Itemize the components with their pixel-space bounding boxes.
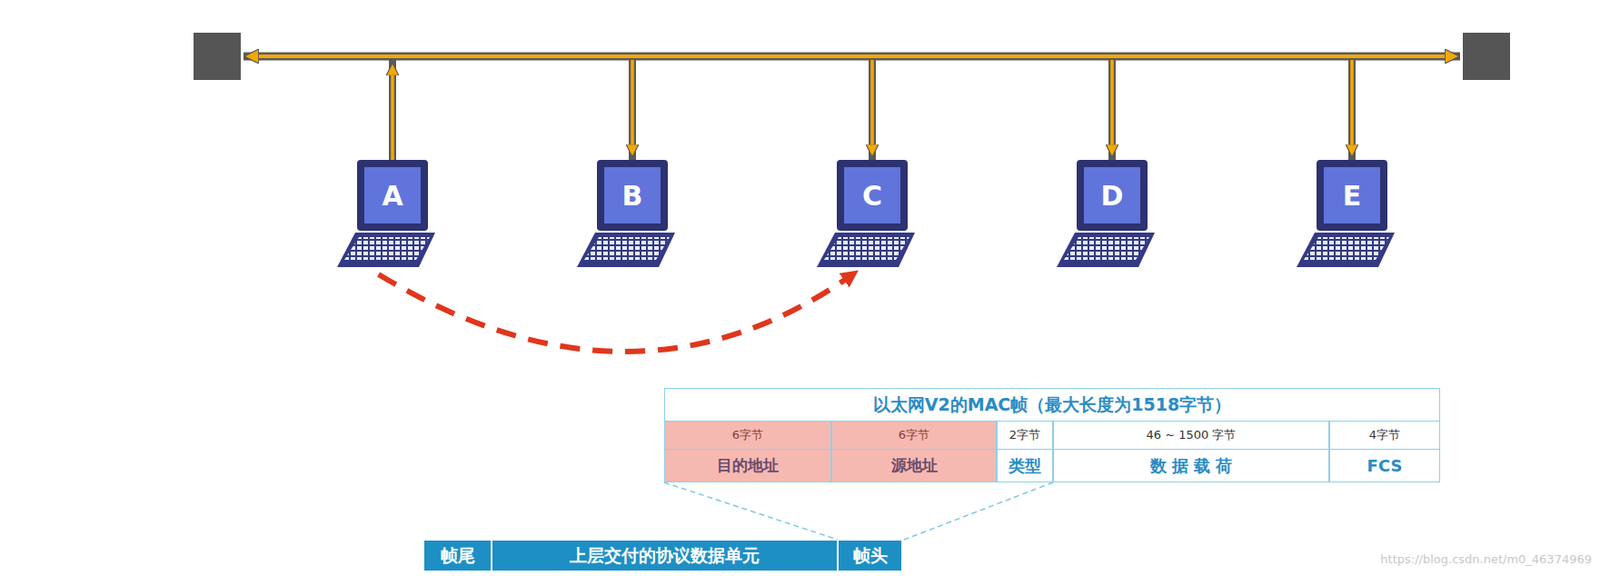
- field-size: 4字节: [1329, 420, 1441, 450]
- host-laptop: C: [816, 158, 926, 271]
- laptop-shape: [576, 158, 686, 271]
- host-name: B: [604, 167, 661, 224]
- host-laptop: D: [1056, 158, 1166, 271]
- watermark: https://blog.csdn.net/m0_46374969: [1272, 549, 1592, 568]
- terminator: [1462, 32, 1511, 80]
- field-size: 6字节: [664, 420, 832, 450]
- host-laptop: B: [576, 158, 686, 271]
- frame-part: 帧头: [838, 540, 904, 571]
- host-laptop: E: [1296, 158, 1406, 271]
- host-name: A: [364, 167, 421, 224]
- host-laptop: A: [337, 158, 447, 271]
- laptop-shape: [1056, 158, 1166, 271]
- field-name: 数 据 载 荷: [1053, 448, 1330, 483]
- field-size: 46 ~ 1500 字节: [1053, 420, 1330, 450]
- unicast-arrow: [378, 274, 854, 352]
- field-size: 6字节: [831, 420, 997, 450]
- host-name: E: [1323, 167, 1381, 224]
- frame-part-name: 帧尾: [440, 544, 476, 568]
- frame-part-name: 帧头: [853, 544, 888, 568]
- host-name: D: [1083, 167, 1141, 224]
- terminator: [193, 32, 241, 80]
- laptop-shape: [1296, 158, 1406, 271]
- bus-outline: [243, 52, 1461, 61]
- frame-part-name: 上层交付的协议数据单元: [569, 544, 760, 568]
- frame-part: 帧尾: [424, 540, 493, 571]
- frame-part: 上层交付的协议数据单元: [492, 540, 839, 571]
- field-name: 源地址: [831, 448, 997, 483]
- field-name: 类型: [996, 448, 1054, 483]
- host-name: C: [844, 167, 901, 224]
- laptop-shape: [337, 158, 447, 271]
- bus-line: [247, 54, 1457, 59]
- field-name: 目的地址: [664, 448, 832, 483]
- field-size: 2字节: [996, 420, 1054, 450]
- frame-title: 以太网V2的MAC帧（最大长度为1518字节）: [664, 387, 1441, 422]
- drop-lines: [392, 59, 1352, 160]
- bracket-lines: [664, 482, 1054, 540]
- laptop-shape: [816, 158, 926, 271]
- field-name: FCS: [1329, 448, 1441, 483]
